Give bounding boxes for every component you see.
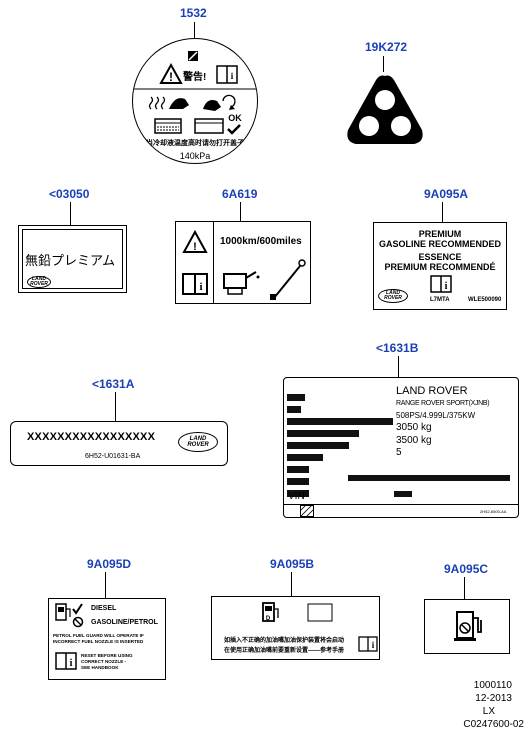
book-icon: i [430,275,452,293]
diesel-text: DIESEL [91,605,117,612]
coolant-cap-label: ! i OK 警告! 当冷却液温度高时请勿打开盖子 140kPa [132,38,258,164]
callout-9a095c: 9A095C [444,562,489,576]
divider [213,222,214,303]
triangle-label [347,75,423,144]
leader-line [291,572,292,597]
obscured-label [287,401,301,419]
leader-line [398,356,399,378]
obscured-label [287,437,349,455]
guard-warning-line2: INCORRECT FUEL NOZZLE IS INSERTED [53,639,144,644]
leader-line [70,202,71,226]
callout-1631a: <1631A [92,377,135,391]
callout-6a619: 6A619 [222,187,258,201]
service-interval-text: 1000km/600miles [220,236,302,247]
footer-model-code: LX [482,706,495,717]
coolant-label-graphics: ! i OK [133,51,257,135]
divider [284,504,518,505]
obscured-label [287,389,305,407]
footer-date: 12-2013 [475,693,512,704]
callout-9a095d: 9A095D [87,557,132,571]
leader-line [383,56,384,72]
callout-9a095b: 9A095B [270,557,315,571]
fuel-guard-cn-graphics: D i [262,602,378,652]
leader-line [240,202,241,222]
model-text: RANGE ROVER SPORT(XJNB) [396,400,490,407]
svg-text:!: ! [193,241,197,253]
reset-line2: CORRECT NOZZLE - [81,659,127,664]
callout-19k272: 19K272 [365,40,408,54]
obscured-label [287,473,309,491]
svg-text:OK: OK [228,113,242,123]
fuel-guard-graphics: i [55,603,84,670]
reset-line3: SEE HANDBOOK [81,665,119,670]
vin-placeholder: XXXXXXXXXXXXXXXXX [27,431,156,443]
vehicle-data-plate: LAND ROVER RANGE ROVER SPORT(XJNB) 508PS… [283,377,519,518]
make-text: LAND ROVER [396,385,468,397]
svg-text:i: i [70,658,73,669]
oil-label-graphics: ! i [182,229,306,300]
seats-text: 5 [396,447,402,458]
footer-illustration-id: C0247600-02 [463,719,524,730]
leader-line [105,572,106,599]
svg-text:i: i [199,281,202,293]
cn-warning-line1: 如插入不正确的加油嘴加油保护装置将会启动 [224,638,345,644]
obscured-label [394,485,412,503]
petrol-text: GASOLINE/PETROL [91,619,158,626]
obscured-label [287,485,309,503]
obscured-label [287,413,393,431]
train-weight-text: 3500 kg [396,435,432,446]
oil-service-label: ! i 1000km/600miles [175,221,311,304]
svg-text:i: i [445,281,448,292]
obscured-label [287,449,323,467]
svg-text:D: D [266,616,271,622]
vin-field-label: VIN [288,491,305,502]
engine-text: 508PS/4.999L/375KW [396,411,476,420]
svg-text:i: i [231,71,234,81]
callout-1631b: <1631B [376,341,419,355]
part-number: 6H52-U01631-BA [85,453,141,460]
unleaded-premium-text: 無鉛プレミアム [25,254,116,269]
code-l7mta: L7MTA [430,297,450,303]
obscured-label [287,461,309,479]
obscured-label [287,425,359,443]
cn-warning-line2: 在使用正确加油嘴前要重新设置——参考手册 [224,648,345,654]
reset-line1: RESET BEFORE USING [81,653,133,658]
coolant-notice-text: 当冷却液温度高时请勿打开盖子 [146,140,244,147]
hatched-box [300,505,314,517]
obscured-label [348,469,510,487]
callout-9a095a: 9A095A [424,187,469,201]
warning-title: 警告! [183,72,207,83]
gasoline-recommended-line: GASOLINE RECOMMENDED [378,239,501,249]
fuel-guard-cn-label: D i 如插入不正确的加油嘴加油保护装置将会启动 在使用正确加油嘴前要重新设置—… [211,596,380,660]
essence-line: ESSENCE [418,252,462,262]
svg-text:i: i [372,640,375,650]
callout-1532: 1532 [180,6,207,20]
leader-line [115,392,116,422]
callout-03050: <03050 [49,187,90,201]
guard-warning-line1: PETROL FUEL GUARD WILL OPERATE IF [53,633,144,638]
fuel-pump-label [424,599,510,654]
pressure-rating: 140kPa [179,151,211,161]
plate-part-number: 2H52-6500-AA [480,509,507,514]
fuel-guard-label: i DIESEL GASOLINE/PETROL PETROL FUEL GUA… [48,598,166,680]
leader-line [464,577,465,600]
fuel-pump-icon [454,611,482,641]
gross-weight-text: 3050 kg [396,422,432,433]
premium-fuel-label: PREMIUM GASOLINE RECOMMENDED ESSENCE PRE… [373,222,507,310]
footer-doc-number: 1000110 [473,680,512,691]
leader-line [442,202,443,223]
svg-text:!: ! [169,70,173,84]
premium-recommende-line: PREMIUM RECOMMENDÉ [384,262,496,272]
code-wle500090: WLE500090 [468,297,502,303]
premium-line: PREMIUM [418,229,462,239]
leader-line [194,22,195,39]
